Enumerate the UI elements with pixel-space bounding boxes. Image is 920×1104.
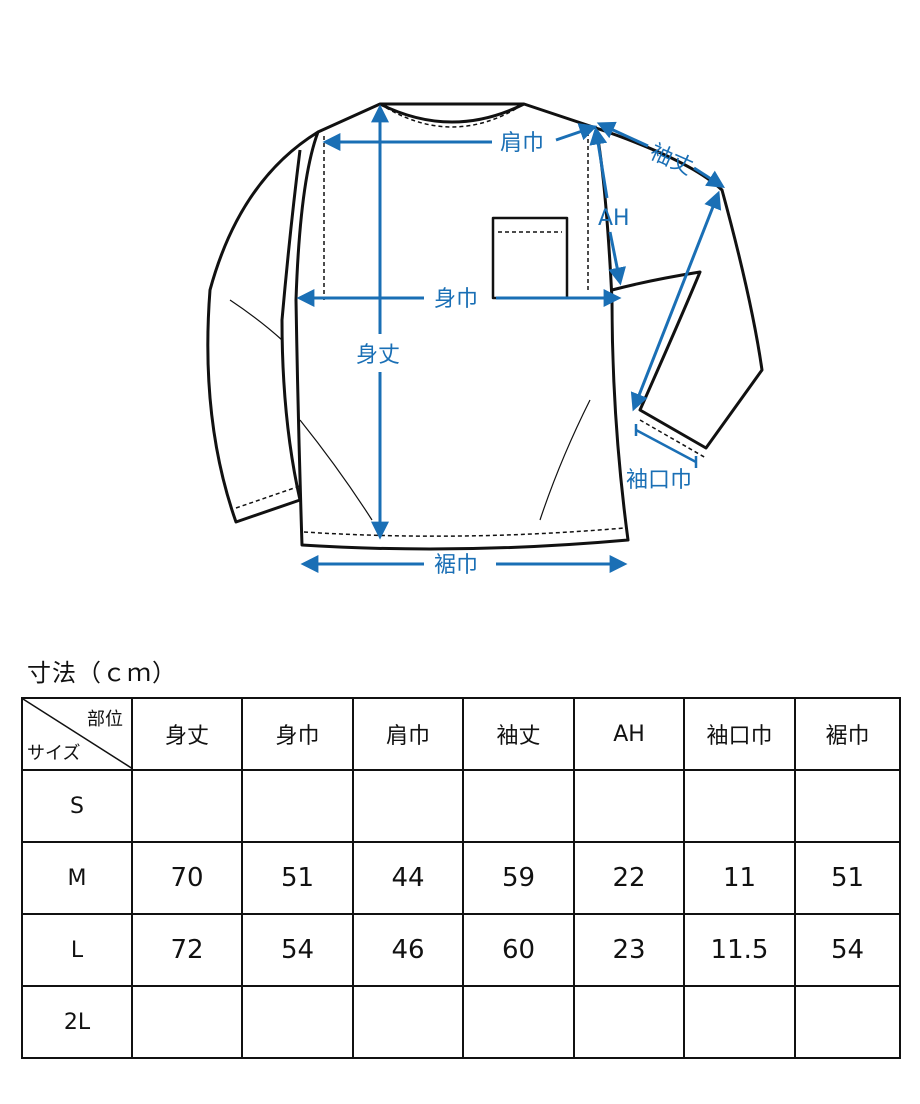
value-cell (683, 985, 796, 1059)
value-cell: 51 (794, 841, 901, 915)
corner-label-size: サイズ (27, 743, 81, 764)
table-row: 2L (21, 985, 901, 1059)
table-corner-cell: 部位 サイズ (21, 697, 133, 771)
measurement-arrows (296, 104, 726, 573)
column-header: 裾巾 (794, 697, 901, 771)
value-cell: 23 (573, 913, 685, 987)
corner-label-part: 部位 (87, 709, 123, 730)
value-cell: 70 (131, 841, 243, 915)
column-header: 袖丈 (462, 697, 575, 771)
value-cell (794, 769, 901, 843)
table-row: L 72 54 46 60 23 11.5 54 (21, 913, 901, 987)
table-row: S (21, 769, 901, 843)
size-cell: M (21, 841, 133, 915)
diagonal-divider (23, 699, 133, 769)
table-row: M 70 51 44 59 22 11 51 (21, 841, 901, 915)
size-table: 部位 サイズ 身丈 身巾 肩巾 袖丈 AH 袖口巾 裾巾 S M 70 51 (21, 697, 901, 1059)
size-cell: L (21, 913, 133, 987)
hem-label: 裾巾 (434, 553, 478, 578)
shoulder-label: 肩巾 (500, 131, 544, 156)
column-header: 身巾 (241, 697, 354, 771)
sleeve-length-label: 袖丈 (646, 140, 696, 181)
value-cell (131, 985, 243, 1059)
value-cell: 51 (241, 841, 354, 915)
column-header: 肩巾 (352, 697, 464, 771)
sleeve-length-arrow (596, 121, 649, 148)
value-cell: 72 (131, 913, 243, 987)
value-cell: 11.5 (683, 913, 796, 987)
value-cell (131, 769, 243, 843)
table-title: 寸法（ｃｍ） (27, 659, 177, 687)
value-cell (683, 769, 796, 843)
chest-label: 身巾 (434, 287, 478, 312)
value-cell: 46 (352, 913, 464, 987)
value-cell (462, 769, 575, 843)
armhole-label: AH (598, 206, 630, 231)
garment-diagram: 肩巾 袖丈 AH 身巾 身丈 袖口巾 裾巾 (206, 102, 764, 578)
value-cell: 22 (573, 841, 685, 915)
column-header: 袖口巾 (683, 697, 796, 771)
value-cell: 11 (683, 841, 796, 915)
size-cell: S (21, 769, 133, 843)
value-cell (241, 985, 354, 1059)
body-length-label: 身丈 (356, 343, 400, 368)
value-cell: 44 (352, 841, 464, 915)
column-header: 身丈 (131, 697, 243, 771)
armhole-arrow (589, 126, 609, 199)
value-cell (352, 985, 464, 1059)
value-cell (573, 769, 685, 843)
value-cell (573, 985, 685, 1059)
value-cell (352, 769, 464, 843)
column-header: AH (573, 697, 685, 771)
value-cell: 60 (462, 913, 575, 987)
value-cell (241, 769, 354, 843)
value-cell: 54 (241, 913, 354, 987)
table-header-row: 部位 サイズ 身丈 身巾 肩巾 袖丈 AH 袖口巾 裾巾 (21, 697, 901, 771)
value-cell (462, 985, 575, 1059)
value-cell: 59 (462, 841, 575, 915)
cuff-label: 袖口巾 (626, 468, 692, 493)
cuff-arrow (635, 428, 697, 464)
size-cell: 2L (21, 985, 133, 1059)
value-cell: 54 (794, 913, 901, 987)
value-cell (794, 985, 901, 1059)
